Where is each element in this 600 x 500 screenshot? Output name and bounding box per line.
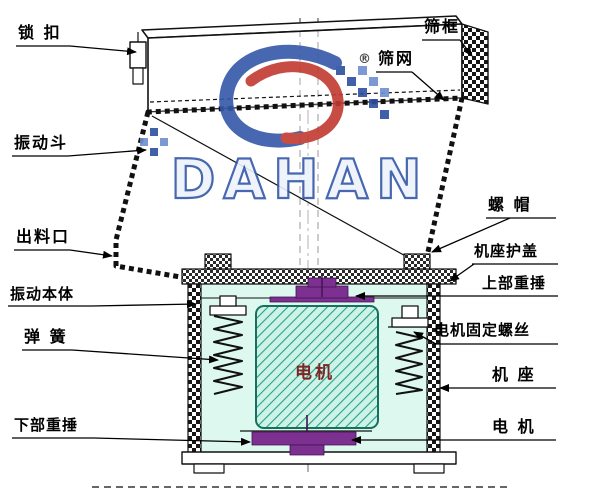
- label-upper-weight: 上部重捶: [482, 274, 547, 292]
- hopper-inner-edge: [151, 115, 421, 265]
- pixel-mosaic-right: [336, 66, 389, 119]
- motor-fixing-bracket: [391, 317, 429, 328]
- machine-drawing: [92, 15, 508, 488]
- motor-inner-label: 电机: [295, 363, 335, 383]
- spring-right: [388, 305, 432, 395]
- sieve-frame-edge: [461, 23, 489, 105]
- registered-mark-icon: ®: [358, 52, 371, 67]
- pixel-mosaic-left: [140, 128, 168, 156]
- label-motor-fixing-screw: 电机固定螺丝: [434, 321, 531, 339]
- label-sieve-mesh: 筛网: [378, 49, 415, 68]
- sieve-mesh-line: [149, 89, 461, 103]
- lower-weight: [240, 415, 372, 456]
- label-spring: 弹 簧: [24, 327, 68, 346]
- label-sieve-frame: 筛框: [424, 17, 461, 36]
- vibrating-hopper: [113, 95, 465, 283]
- bolt-right: [403, 253, 431, 270]
- base-wall-right: [426, 283, 441, 455]
- label-motor: 电 机: [492, 417, 536, 436]
- label-vibration-body: 振动本体: [10, 285, 75, 303]
- dahan-swirl-logo: [219, 44, 344, 148]
- label-vibrating-hopper: 振动斗: [14, 133, 69, 152]
- label-discharge-port: 出料口: [16, 227, 71, 246]
- label-lock-buckle: 锁 扣: [18, 23, 62, 42]
- label-lower-weight: 下部重捶: [14, 416, 79, 434]
- motor-body: [255, 305, 379, 429]
- label-base-cover: 机座护盖: [474, 242, 539, 260]
- leader-lines: [8, 39, 558, 446]
- spring-left: [209, 295, 247, 395]
- bolt-left: [204, 253, 232, 270]
- base-foot-left: [193, 463, 225, 474]
- lock-buckle: [129, 32, 147, 85]
- dahan-watermark: DAHAN: [140, 44, 430, 212]
- upper-weight: [269, 273, 375, 303]
- motor-fixing-screw: [401, 305, 419, 319]
- base-foot-right: [413, 463, 445, 474]
- base-wall-left: [187, 283, 202, 455]
- label-nut: 螺 帽: [488, 195, 532, 214]
- dahan-brand-text: DAHAN: [171, 148, 430, 211]
- label-base: 机 座: [492, 365, 536, 384]
